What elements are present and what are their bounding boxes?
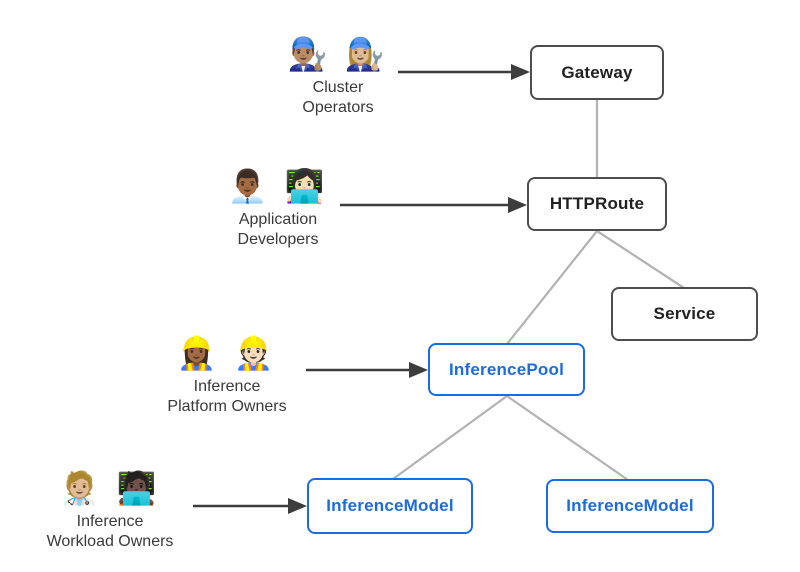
connector-inferencepool-inferencemodel-right xyxy=(506,395,629,481)
actor-inference-platform-owners-label: Inference Platform Owners xyxy=(167,377,286,417)
node-gateway: Gateway xyxy=(530,45,664,100)
actor-cluster-operators: 👨🏽‍🔧 👩🏼‍🔧 Cluster Operators xyxy=(288,34,389,118)
connector-httproute-inferencepool xyxy=(506,230,598,345)
actor-cluster-operators-label: Cluster Operators xyxy=(288,78,389,118)
caption-line: Operators xyxy=(302,99,374,116)
arrow-workload-owners-to-inferencemodel xyxy=(193,498,307,514)
actor-inference-workload-owners-label: Inference Workload Owners xyxy=(47,512,174,552)
caption-line: Platform Owners xyxy=(167,398,287,415)
actor-application-developers-label: Application Developers xyxy=(228,210,329,250)
node-inferencemodel-right: InferenceModel xyxy=(546,479,714,533)
caption-line: Inference xyxy=(76,513,144,530)
caption-line: Application xyxy=(238,211,318,228)
arrow-cluster-operators-to-gateway xyxy=(398,64,530,80)
actor-application-developers: 👨🏾‍💼 👩🏻‍💻 Application Developers xyxy=(228,166,329,250)
caption-line: Cluster xyxy=(312,79,364,96)
connector-httproute-service xyxy=(596,230,685,289)
node-inferencemodel-left-label: InferenceModel xyxy=(326,496,454,515)
caption-line: Inference xyxy=(193,378,261,395)
arrow-application-developers-to-httproute xyxy=(340,197,527,213)
health-worker-technologist-emoji-icon: 🧑🏼‍⚕️ 🧑🏿‍💻 xyxy=(59,470,161,506)
node-inferencepool: InferencePool xyxy=(428,343,585,396)
node-httproute-label: HTTPRoute xyxy=(549,194,645,213)
construction-workers-emoji-icon: 👷🏾‍♀️ 👷🏻 xyxy=(176,335,278,371)
caption-line: Developers xyxy=(237,231,319,248)
actor-inference-platform-owners: 👷🏾‍♀️ 👷🏻 Inference Platform Owners xyxy=(167,333,286,417)
node-inferencemodel-left: InferenceModel xyxy=(307,478,473,534)
actor-inference-workload-owners: 🧑🏼‍⚕️ 🧑🏿‍💻 Inference Workload Owners xyxy=(47,468,174,552)
node-gateway-label: Gateway xyxy=(561,62,633,82)
node-inferencemodel-right-label: InferenceModel xyxy=(566,496,694,515)
node-httproute: HTTPRoute xyxy=(527,177,667,231)
node-service: Service xyxy=(611,287,758,341)
caption-line: Workload Owners xyxy=(46,533,174,550)
node-service-label: Service xyxy=(653,304,716,323)
mechanics-emoji-icon: 👨🏽‍🔧 👩🏼‍🔧 xyxy=(287,36,389,72)
node-inferencepool-label: InferencePool xyxy=(448,359,565,379)
arrow-platform-owners-to-inferencepool xyxy=(306,362,428,378)
connector-inferencepool-inferencemodel-left xyxy=(392,395,508,480)
office-worker-technologist-emoji-icon: 👨🏾‍💼 👩🏻‍💻 xyxy=(227,168,329,204)
